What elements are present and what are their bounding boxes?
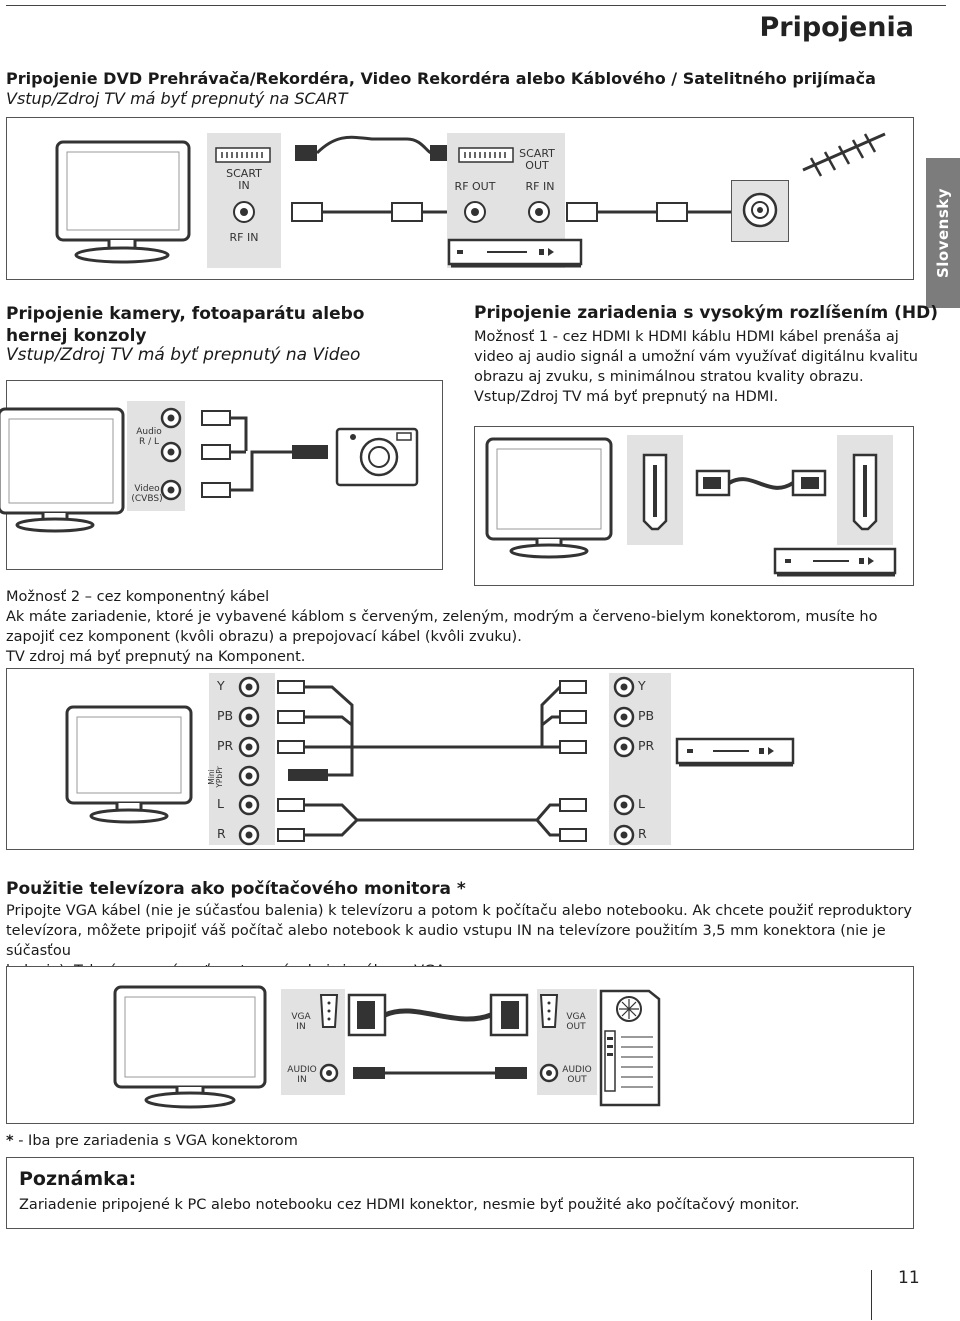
mini-ypbpr-label: Mini YPbPr [207, 766, 224, 788]
component-tv-jacks [238, 676, 260, 846]
camera-icon [335, 427, 419, 487]
rf-cable-2 [566, 202, 732, 222]
camera-jacks [160, 407, 182, 501]
page-number-rule [871, 1270, 872, 1320]
scart-out-label: SCART OUT [519, 147, 555, 172]
hdmi-cable-icon [695, 469, 827, 497]
wall-socket-icon [742, 192, 778, 228]
hdmi-diagram [474, 426, 914, 586]
scart-section-subtitle: Vstup/Zdroj TV má byť prepnutý na SCART [6, 89, 348, 108]
hdmi-section-title: Pripojenie zariadenia s vysokým rozlíšen… [474, 303, 939, 323]
camera-section-title: Pripojenie kamery, fotoaparátu alebo her… [6, 304, 365, 346]
audio-in-label: AUDIO IN [287, 1065, 317, 1085]
hdmi-device-port-icon [852, 453, 878, 531]
language-tab: Slovensky [926, 158, 960, 308]
hdmi-body-line: video aj audio signál a umožní vám využí… [474, 349, 918, 365]
device-pr-label: PR [638, 738, 655, 753]
device-pb-label: PB [638, 708, 655, 723]
vga-tv-sockets [319, 994, 339, 1083]
header-rule [6, 5, 946, 6]
scart-section-title: Pripojenie DVD Prehrávača/Rekordéra, Vid… [6, 69, 876, 88]
pc-tower-icon [599, 989, 661, 1107]
footnote: * - Iba pre zariadenia s VGA konektorom [6, 1133, 298, 1149]
component-device-port-panel [609, 673, 671, 845]
component-tv-port-panel [209, 673, 275, 845]
component-option: Možnosť 2 – cez komponentný kábel [6, 589, 270, 605]
component-body-line: Ak máte zariadenie, ktoré je vybavené ká… [6, 609, 878, 625]
hdmi-body-line: obrazu aj zvuku, s minimálnou stratou kv… [474, 369, 864, 385]
tv-pr-label: PR [217, 738, 234, 753]
rf-in-device-socket-icon [528, 201, 550, 223]
language-tab-label: Slovensky [934, 187, 952, 279]
device-l-label: L [638, 796, 645, 811]
tv-l-label: L [217, 796, 224, 811]
rf-in-socket-icon [233, 201, 255, 223]
component-body-line: zapojiť cez komponent (kvôli obrazu) a p… [6, 629, 522, 645]
scart-socket-icon [215, 147, 271, 163]
audio-rl-label: Audio R / L [136, 427, 162, 447]
rca-cable-icon [201, 410, 328, 498]
rf-out-socket-icon [464, 201, 486, 223]
vga-tv-icon [113, 985, 267, 1109]
camera-tv-icon [0, 407, 125, 533]
rf-in-device-label: RF IN [525, 180, 555, 193]
rf-out-label: RF OUT [454, 180, 496, 193]
component-body-line: TV zdroj má byť prepnutý na Komponent. [6, 649, 306, 665]
hdmi-body-line: Vstup/Zdroj TV má byť prepnutý na HDMI. [474, 389, 779, 405]
antenna-icon [802, 132, 886, 177]
vga-body-line: televízora, môžete pripojiť váš počítač … [6, 923, 886, 959]
video-cvbs-label: Video (CVBS) [131, 484, 163, 504]
component-tv-icon [65, 705, 193, 824]
hdmi-tv-icon [485, 437, 613, 559]
wall-antenna-socket [731, 180, 789, 242]
component-dvd-player-icon [675, 737, 795, 767]
camera-section-subtitle: Vstup/Zdroj TV má byť prepnutý na Video [6, 345, 361, 365]
device-r-label: R [638, 826, 647, 841]
vga-diagram: VGA IN AUDIO IN VGA OUT AUDIO OUT [6, 966, 914, 1124]
hdmi-body: Možnosť 1 - cez HDMI k HDMI káblu HDMI k… [474, 327, 918, 407]
hdmi-body-line: Možnosť 1 - cez HDMI k HDMI káblu HDMI k… [474, 329, 899, 345]
page-title: Pripojenia [759, 12, 915, 43]
vga-cable-icon [347, 993, 529, 1079]
tv-y-label: Y [217, 678, 225, 693]
component-diagram: Y PB PR Mini YPbPr L R [6, 668, 914, 850]
tv-r-label: R [217, 826, 226, 841]
tv-pb-label: PB [217, 708, 234, 723]
vga-pc-sockets [539, 994, 559, 1083]
device-scart-socket-icon [458, 147, 514, 163]
vga-body-line: Pripojte VGA kábel (nie je súčasťou bale… [6, 903, 912, 919]
footnote-star: * [6, 1133, 14, 1149]
component-device-jacks [613, 676, 635, 846]
note-box: Poznámka: Zariadenie pripojené k PC aleb… [6, 1157, 914, 1229]
note-title: Poznámka: [19, 1168, 137, 1190]
scart-cable [295, 135, 452, 161]
dvd-player-icon [447, 238, 583, 268]
hdmi-tv-port-icon [642, 453, 668, 531]
scart-in-label: SCART IN [226, 167, 262, 192]
rf-in-tv-label: RF IN [229, 231, 259, 244]
rf-cable-1 [291, 202, 457, 222]
device-y-label: Y [638, 678, 646, 693]
component-body: Ak máte zariadenie, ktoré je vybavené ká… [6, 607, 906, 667]
scart-diagram: SCART IN RF IN SCART OUT RF OUT RF IN [6, 117, 914, 280]
audio-out-label: AUDIO OUT [562, 1065, 592, 1085]
page-number: 11 [898, 1268, 920, 1288]
tv-icon [55, 140, 191, 264]
vga-section-title: Použitie televízora ako počítačového mon… [6, 879, 466, 899]
component-cables [277, 680, 587, 842]
footnote-text: - Iba pre zariadenia s VGA konektorom [13, 1133, 298, 1149]
note-text: Zariadenie pripojené k PC alebo notebook… [19, 1197, 800, 1213]
vga-out-label: VGA OUT [566, 1012, 586, 1032]
camera-diagram: Audio R / L Video (CVBS) [0, 380, 443, 570]
vga-in-label: VGA IN [291, 1012, 311, 1032]
hdmi-dvd-player-icon [773, 547, 897, 577]
